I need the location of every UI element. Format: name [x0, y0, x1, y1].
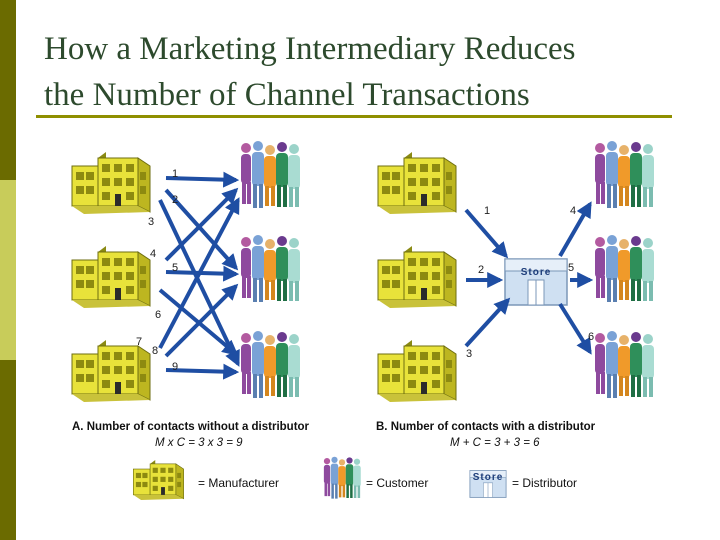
title-underline	[36, 115, 672, 118]
contact-arrow	[165, 363, 240, 380]
manufacturer-icon	[132, 460, 184, 500]
arrow-label: 1	[484, 205, 490, 217]
contact-arrow	[464, 208, 509, 259]
side-bar-bottom	[0, 360, 16, 540]
arrow-label: 9	[172, 361, 178, 373]
arrow-label: 3	[466, 348, 472, 360]
legend-store-label: Store	[473, 472, 504, 483]
store-icon	[504, 258, 568, 306]
customer-icon	[241, 141, 300, 208]
store-distributor: Store	[504, 258, 568, 306]
slide-title: How a Marketing Intermediary Reduces the…	[44, 26, 575, 118]
contact-arrow	[165, 171, 240, 188]
manufacturer-icon	[377, 246, 457, 308]
arrow-label: 3	[148, 216, 154, 228]
customer-icon	[595, 331, 654, 398]
side-bar-middle	[0, 180, 16, 360]
arrow-label: 4	[150, 248, 156, 260]
panel-a: 1 2 3 4 5 6 7 8 9 A. Number of contacts …	[71, 141, 310, 449]
arrow-label: 5	[568, 262, 574, 274]
arrow-label: 6	[155, 309, 161, 321]
customer-icon	[241, 235, 300, 302]
side-bar-top	[0, 0, 16, 180]
manufacturer-icon	[71, 340, 151, 402]
legend-customer: = Customer	[366, 476, 428, 490]
contact-arrow	[158, 199, 240, 367]
customer-icon	[595, 141, 654, 208]
panel-a-formula: M x C = 3 x 3 = 9	[155, 437, 243, 449]
legend-manufacturer: = Manufacturer	[198, 476, 279, 490]
store-label: Store	[521, 267, 552, 278]
contact-arrow	[164, 187, 239, 262]
panel-a-caption: A. Number of contacts without a distribu…	[72, 421, 310, 433]
arrow-label: 1	[172, 168, 178, 180]
manufacturer-icon	[377, 340, 457, 402]
title-line-1: How a Marketing Intermediary Reduces	[44, 31, 576, 67]
contact-arrow	[158, 197, 240, 349]
arrow-label: 7	[136, 336, 142, 348]
contact-arrow	[164, 188, 239, 271]
contact-arrow	[464, 297, 511, 348]
contact-arrow	[164, 283, 239, 358]
arrow-label: 6	[588, 331, 594, 343]
manufacturer-icon	[71, 152, 151, 214]
panel-b-caption: B. Number of contacts with a distributor	[376, 421, 596, 433]
panel-b: Store 1 2 3 4 5 6 B. Number of contacts …	[376, 141, 654, 449]
panel-b-formula: M + C = 3 + 3 = 6	[450, 437, 540, 449]
customer-icon	[323, 456, 361, 499]
legend: = Manufacturer = Customer Store = Distri…	[132, 456, 577, 500]
customer-icon	[241, 331, 300, 398]
arrow-label: 5	[172, 262, 178, 274]
arrow-label: 2	[172, 194, 178, 206]
manufacturer-icon	[71, 246, 151, 308]
contact-arrow	[558, 201, 592, 257]
legend-distributor: = Distributor	[512, 476, 577, 490]
arrow-label: 8	[152, 345, 158, 357]
title-line-2: the Number of Channel Transactions	[44, 77, 530, 113]
customer-icon	[595, 235, 654, 302]
contact-arrow	[558, 302, 592, 355]
arrow-label: 2	[478, 264, 484, 276]
manufacturer-icon	[377, 152, 457, 214]
arrow-label: 4	[570, 205, 576, 217]
